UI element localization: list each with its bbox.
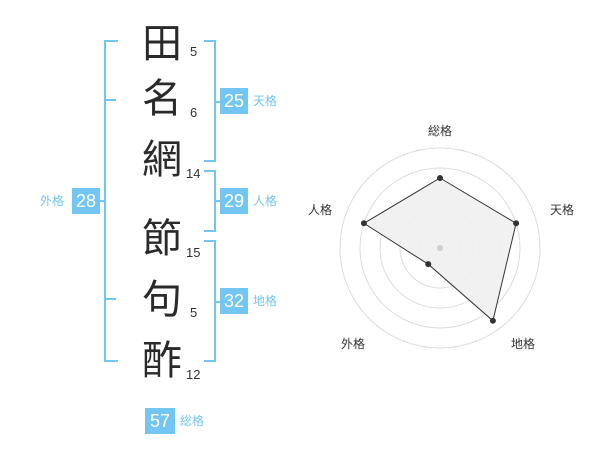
radar-axis-label-tenkaku: 天格 bbox=[549, 203, 574, 217]
soukaku-badge: 57 bbox=[145, 408, 175, 434]
surname-char-1: 田 bbox=[142, 21, 182, 67]
gaikaku-label: 外格 bbox=[40, 194, 65, 208]
surname-char-3: 網 bbox=[142, 137, 182, 183]
radar-center-dot bbox=[437, 245, 443, 251]
stroke-count-2: 6 bbox=[190, 105, 198, 120]
gaikaku-bracket-tick bbox=[104, 298, 116, 300]
tenkaku-label: 天格 bbox=[253, 94, 278, 108]
radar-axis-label-chikaku: 地格 bbox=[510, 337, 535, 351]
stroke-count-1: 5 bbox=[190, 44, 198, 59]
chikaku-bracket-connector bbox=[214, 301, 220, 303]
radar-point-4 bbox=[425, 261, 432, 268]
radar-point-5 bbox=[360, 220, 367, 227]
jinkaku-label: 人格 bbox=[253, 194, 278, 208]
radar-axis-label-gaikaku: 外格 bbox=[340, 337, 365, 351]
tenkaku-bracket-connector bbox=[214, 101, 220, 103]
tenkaku-badge: 25 bbox=[220, 88, 248, 114]
stroke-count-5: 5 bbox=[190, 305, 198, 320]
stroke-count-3: 14 bbox=[186, 166, 201, 181]
given-char-3: 酢 bbox=[142, 338, 182, 384]
radar-axis-label-jinkaku: 人格 bbox=[307, 203, 332, 217]
surname-char-2: 名 bbox=[142, 76, 182, 122]
stroke-count-4: 15 bbox=[186, 245, 201, 260]
jinkaku-bracket-connector bbox=[214, 200, 220, 202]
given-char-2: 句 bbox=[142, 277, 182, 323]
radar-axis-label-soukaku: 総格 bbox=[427, 124, 452, 138]
radar-point-3 bbox=[489, 317, 496, 324]
soukaku-label: 総格 bbox=[180, 414, 205, 428]
chikaku-badge: 32 bbox=[220, 288, 248, 314]
radar-ring bbox=[339, 147, 541, 349]
gaikaku-badge: 28 bbox=[72, 188, 100, 214]
radar-point-2 bbox=[513, 220, 520, 227]
radar-ring bbox=[359, 167, 521, 329]
chikaku-label: 地格 bbox=[253, 294, 278, 308]
gaikaku-bracket-tick bbox=[104, 99, 116, 101]
gaikaku-bracket-connector bbox=[98, 200, 106, 202]
jinkaku-badge: 29 bbox=[220, 188, 248, 214]
given-char-1: 節 bbox=[142, 216, 182, 262]
radar-point-1 bbox=[437, 175, 443, 181]
stroke-count-6: 12 bbox=[186, 367, 201, 382]
